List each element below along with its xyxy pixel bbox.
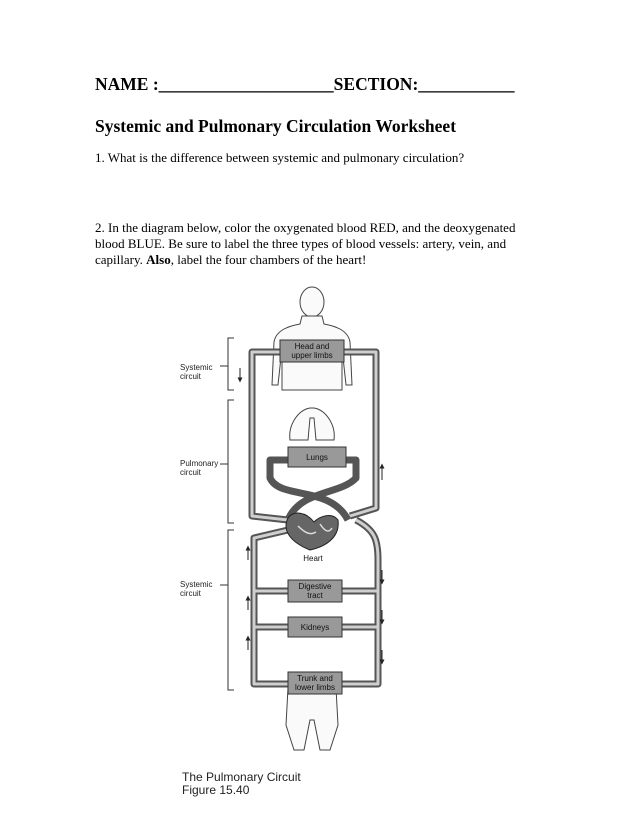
- heart-shape: [286, 513, 338, 550]
- circuit-brackets: [220, 338, 234, 690]
- trunk-box-label-line2: lower limbs: [295, 683, 335, 692]
- systemic-bottom-label-line1: Systemic: [180, 580, 212, 589]
- question-1: 1. What is the difference between system…: [95, 150, 464, 166]
- systemic-bottom-label-line2: circuit: [180, 589, 202, 598]
- pulmonary-bracket: [228, 400, 234, 523]
- systemic-top-label-line2: circuit: [180, 372, 202, 381]
- pulmonary-label-line1: Pulmonary: [180, 459, 218, 468]
- worksheet-title: Systemic and Pulmonary Circulation Works…: [95, 116, 456, 137]
- head-box-label-line1: Head and: [295, 342, 330, 351]
- legs-shape: [286, 688, 338, 750]
- vessel-lower-right: [342, 520, 378, 684]
- name-label: NAME :: [95, 74, 159, 94]
- pulmonary-label-line2: circuit: [180, 468, 202, 477]
- question-2: 2. In the diagram below, color the oxyge…: [95, 220, 545, 268]
- trunk-box-label-line1: Trunk and: [297, 674, 333, 683]
- name-section-line: NAME :____________________SECTION:______…: [95, 74, 515, 95]
- vessel-lower-left: [254, 530, 288, 684]
- section-blank[interactable]: ___________: [418, 74, 514, 94]
- question-2-bold-word: Also: [146, 252, 171, 267]
- head-shape: [300, 287, 324, 317]
- systemic-bottom-bracket: [228, 530, 234, 690]
- systemic-top-bracket: [228, 338, 234, 390]
- systemic-top-label-line1: Systemic: [180, 363, 212, 372]
- digestive-box-label-line1: Digestive: [299, 582, 332, 591]
- heart-label: Heart: [303, 554, 323, 563]
- lungs-box-label: Lungs: [306, 453, 328, 462]
- head-box-label-line2: upper limbs: [291, 351, 332, 360]
- circulation-diagram: Systemic circuit Pulmonary circuit Syste…: [170, 280, 410, 760]
- caption-figure-number: Figure 15.40: [182, 784, 301, 797]
- question-2-text-b: , label the four chambers of the heart!: [171, 252, 367, 267]
- section-label: SECTION:: [334, 74, 419, 94]
- name-blank[interactable]: ____________________: [159, 74, 334, 94]
- lungs-shape: [290, 408, 335, 440]
- digestive-box-label-line2: tract: [307, 591, 323, 600]
- kidneys-box-label: Kidneys: [301, 623, 329, 632]
- figure-caption: The Pulmonary Circuit Figure 15.40: [182, 771, 301, 797]
